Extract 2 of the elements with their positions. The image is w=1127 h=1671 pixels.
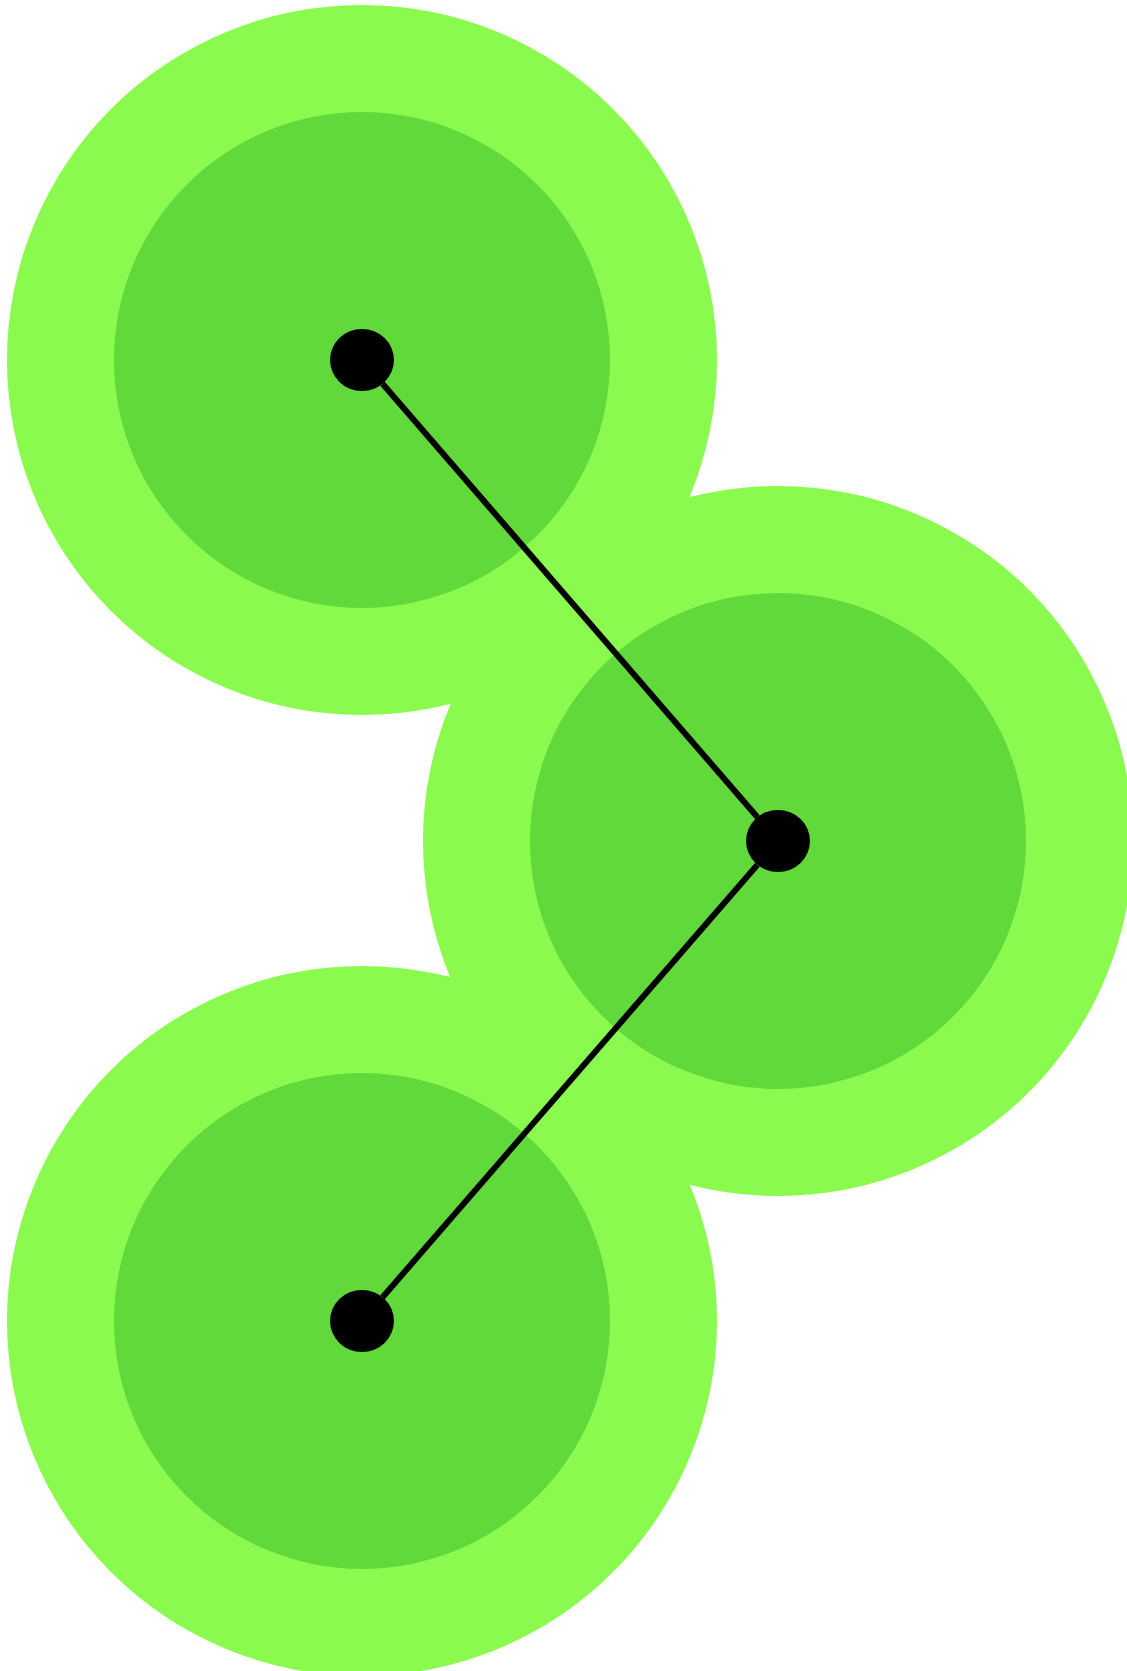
connector-line	[380, 862, 760, 1300]
connector-line	[380, 381, 760, 820]
